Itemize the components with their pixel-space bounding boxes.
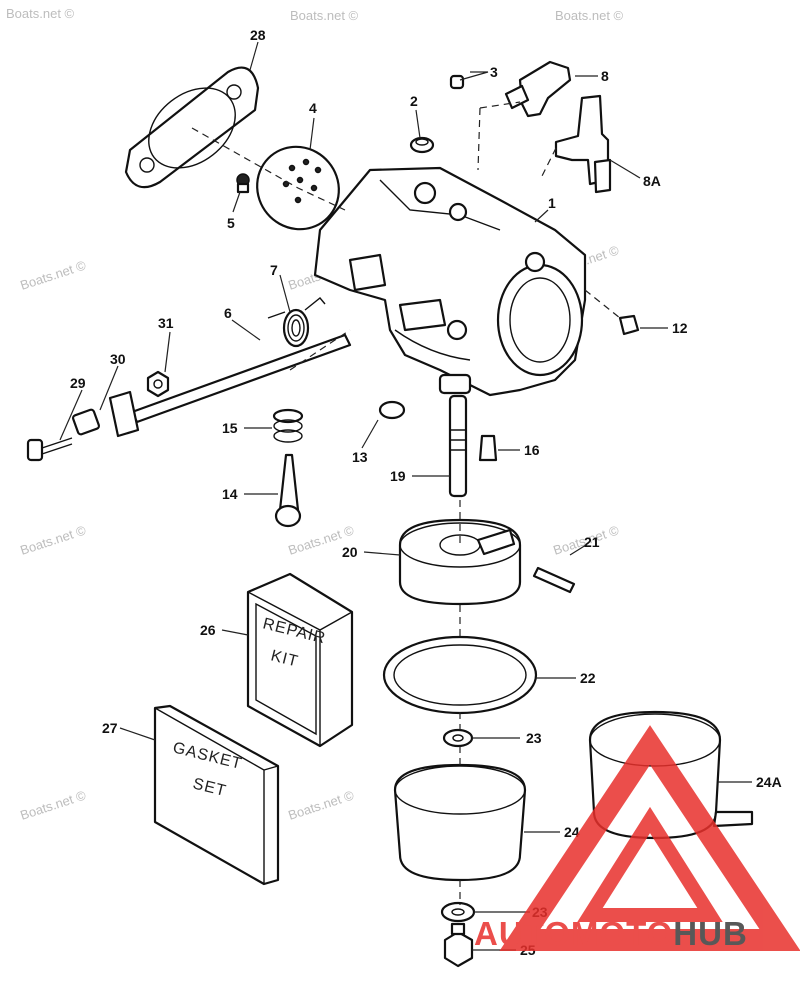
part-30-bushing: [71, 408, 101, 436]
callout-13: 13: [352, 449, 368, 465]
callout-16: 16: [524, 442, 540, 458]
part-3-cap: [449, 74, 465, 90]
logo-triangle-outer: [499, 725, 800, 951]
part-24-float-bowl: [393, 763, 527, 882]
part-8a-tee-fitting: [554, 94, 612, 194]
part-6-throttle-shaft: [108, 333, 352, 438]
part-15-spring: [272, 408, 304, 443]
part-19-emulsion-tube: [448, 394, 468, 498]
callout-20: 20: [342, 544, 358, 560]
part-8-elbow-fitting: [504, 60, 572, 118]
part-25-nut: [443, 922, 474, 968]
part-21-pin: [532, 566, 576, 594]
callout-24a: 24A: [756, 774, 782, 790]
part-14-needle-screw: [274, 453, 302, 528]
callout-4: 4: [309, 100, 317, 116]
part-2-plug: [409, 136, 435, 154]
logo-triangle-inner: [577, 806, 723, 922]
part-29-screw: [26, 437, 73, 462]
callout-6: 6: [224, 305, 232, 321]
watermark: Boats.net ©: [555, 8, 624, 23]
callout-12: 12: [672, 320, 688, 336]
watermark: Boats.net ©: [286, 787, 356, 822]
callout-8a: 8A: [643, 173, 661, 189]
watermark: Boats.net ©: [290, 8, 359, 23]
part-7-spring: [267, 297, 326, 348]
part-27-gasket-set: GASKET SET: [153, 704, 280, 886]
callout-24: 24: [564, 824, 580, 840]
callout-7: 7: [270, 262, 278, 278]
part-5-screw: [236, 173, 250, 194]
callout-29: 29: [70, 375, 86, 391]
callout-28: 28: [250, 27, 266, 43]
part-1-carburetor-body: [313, 166, 587, 397]
callout-1: 1: [548, 195, 556, 211]
watermark: Boats.net ©: [6, 6, 75, 21]
callout-8: 8: [601, 68, 609, 84]
part-26-repair-kit: REPAIR KIT: [246, 572, 354, 748]
part-16-jet: [478, 434, 498, 462]
repair-kit-label-line2: KIT: [269, 647, 300, 670]
automotohub-logo: AUTOMOTOHUB: [474, 725, 800, 952]
part-20-float: [398, 518, 522, 606]
part-23-washer-upper: [442, 728, 474, 748]
callout-19: 19: [390, 468, 406, 484]
part-28-flange-gasket: [124, 66, 260, 189]
callout-31: 31: [158, 315, 174, 331]
watermark: Boats.net ©: [18, 257, 88, 292]
callout-14: 14: [222, 486, 238, 502]
alignment-lines: [191, 101, 621, 905]
callout-5: 5: [227, 215, 235, 231]
callout-21: 21: [584, 534, 600, 550]
callout-labels: 28 4 5 2 3 8 8A 1 7 6 31 30 29 12 15 13 …: [70, 27, 782, 958]
callout-30: 30: [110, 351, 126, 367]
callout-23-upper: 23: [526, 730, 542, 746]
callout-2: 2: [410, 93, 418, 109]
logo-wordmark: AUTOMOTOHUB: [474, 915, 748, 952]
callout-15: 15: [222, 420, 238, 436]
part-31-nut: [146, 370, 170, 398]
part-23-washer-lower: [440, 901, 476, 923]
callout-26: 26: [200, 622, 216, 638]
part-22-gasket-ring: [382, 635, 538, 715]
part-12-screw: [618, 314, 640, 336]
watermark: Boats.net ©: [18, 787, 88, 822]
callout-3: 3: [490, 64, 498, 80]
watermark: Boats.net ©: [18, 522, 88, 557]
leader-lines: [59, 41, 752, 951]
part-13-screw: [378, 400, 406, 420]
callout-22: 22: [580, 670, 596, 686]
callout-27: 27: [102, 720, 118, 736]
